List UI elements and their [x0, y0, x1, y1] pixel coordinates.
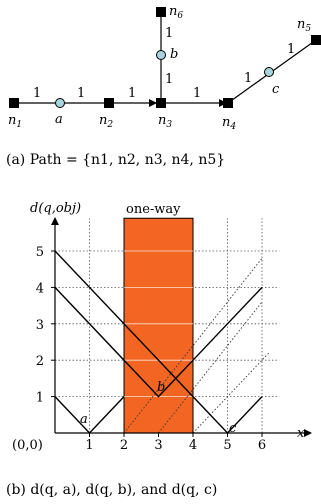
- dotted-reference-lines: [123, 258, 270, 434]
- object-label-a: a: [55, 112, 63, 127]
- y-tick-label-4: 4: [36, 281, 44, 296]
- one-way-region: [123, 217, 194, 434]
- caption-b: (b) d(q, a), d(q, b), and d(q, c): [6, 482, 217, 498]
- plot-ticks: 1 2 3 4 5 6 1 2 3 4 5: [36, 245, 266, 453]
- node-n3: [156, 98, 166, 108]
- node-label-n4: n4: [222, 115, 236, 132]
- node-n1: [9, 98, 19, 108]
- node-n5: [311, 35, 321, 45]
- weight-n1-a: 1: [33, 86, 41, 101]
- object-label-b: b: [170, 47, 178, 62]
- x-tick-label-1: 1: [85, 438, 93, 453]
- caption-a: (a) Path = {n1, n2, n3, n4, n5}: [6, 152, 225, 168]
- point-label-a: a: [80, 412, 88, 427]
- series-line-3: [54, 286, 263, 398]
- y-tick-label-2: 2: [36, 354, 44, 369]
- y-tick-label-1: 1: [36, 391, 44, 406]
- origin-label: (0,0): [12, 438, 43, 453]
- weight-c-n5: 1: [287, 42, 295, 57]
- x-tick-label-5: 5: [223, 438, 231, 453]
- road-network: n1 n2 n3 n4 n5 n6 a b c 1 1 1 1 1 1 1 1: [8, 4, 321, 132]
- weight-n3-b: 1: [165, 72, 173, 87]
- weight-a-n2: 1: [77, 86, 85, 101]
- point-label-c: c: [229, 421, 237, 436]
- object-label-c: c: [272, 82, 280, 97]
- node-label-n3: n3: [158, 113, 172, 130]
- node-n4: [223, 98, 233, 108]
- distance-plot: 1 2 3 4 5 6 1 2 3 4 5 d(q,obj) x (0,0) one-way a b…: [12, 201, 312, 453]
- node-n6: [156, 7, 166, 17]
- node-label-n6: n6: [169, 4, 183, 21]
- node-label-n1: n1: [8, 113, 22, 130]
- x-axis-label: x: [297, 426, 305, 441]
- weight-n3-n4: 1: [193, 86, 201, 101]
- x-tick-label-6: 6: [258, 438, 266, 453]
- y-tick-label-5: 5: [36, 245, 44, 260]
- node-label-n5: n5: [297, 17, 311, 34]
- dotted-guide-1: [123, 258, 263, 434]
- point-label-b: b: [157, 380, 165, 395]
- y-axis-label: d(q,obj): [30, 201, 81, 216]
- weight-b-n6: 1: [165, 26, 173, 41]
- one-way-label: one-way: [126, 202, 181, 217]
- object-a: [55, 98, 65, 108]
- y-tick-label-3: 3: [36, 318, 44, 333]
- x-tick-label-2: 2: [120, 438, 128, 453]
- weight-n2-n3: 1: [128, 86, 136, 101]
- object-c: [264, 67, 274, 77]
- series-line-2: [54, 250, 263, 435]
- node-n2: [104, 98, 114, 108]
- dotted-guide-3: [192, 352, 270, 434]
- node-label-n2: n2: [99, 113, 113, 130]
- plot-axes: [51, 217, 312, 437]
- x-tick-label-4: 4: [189, 438, 197, 453]
- object-b: [156, 50, 166, 60]
- weight-n4-c: 1: [244, 71, 252, 86]
- x-tick-label-3: 3: [154, 438, 162, 453]
